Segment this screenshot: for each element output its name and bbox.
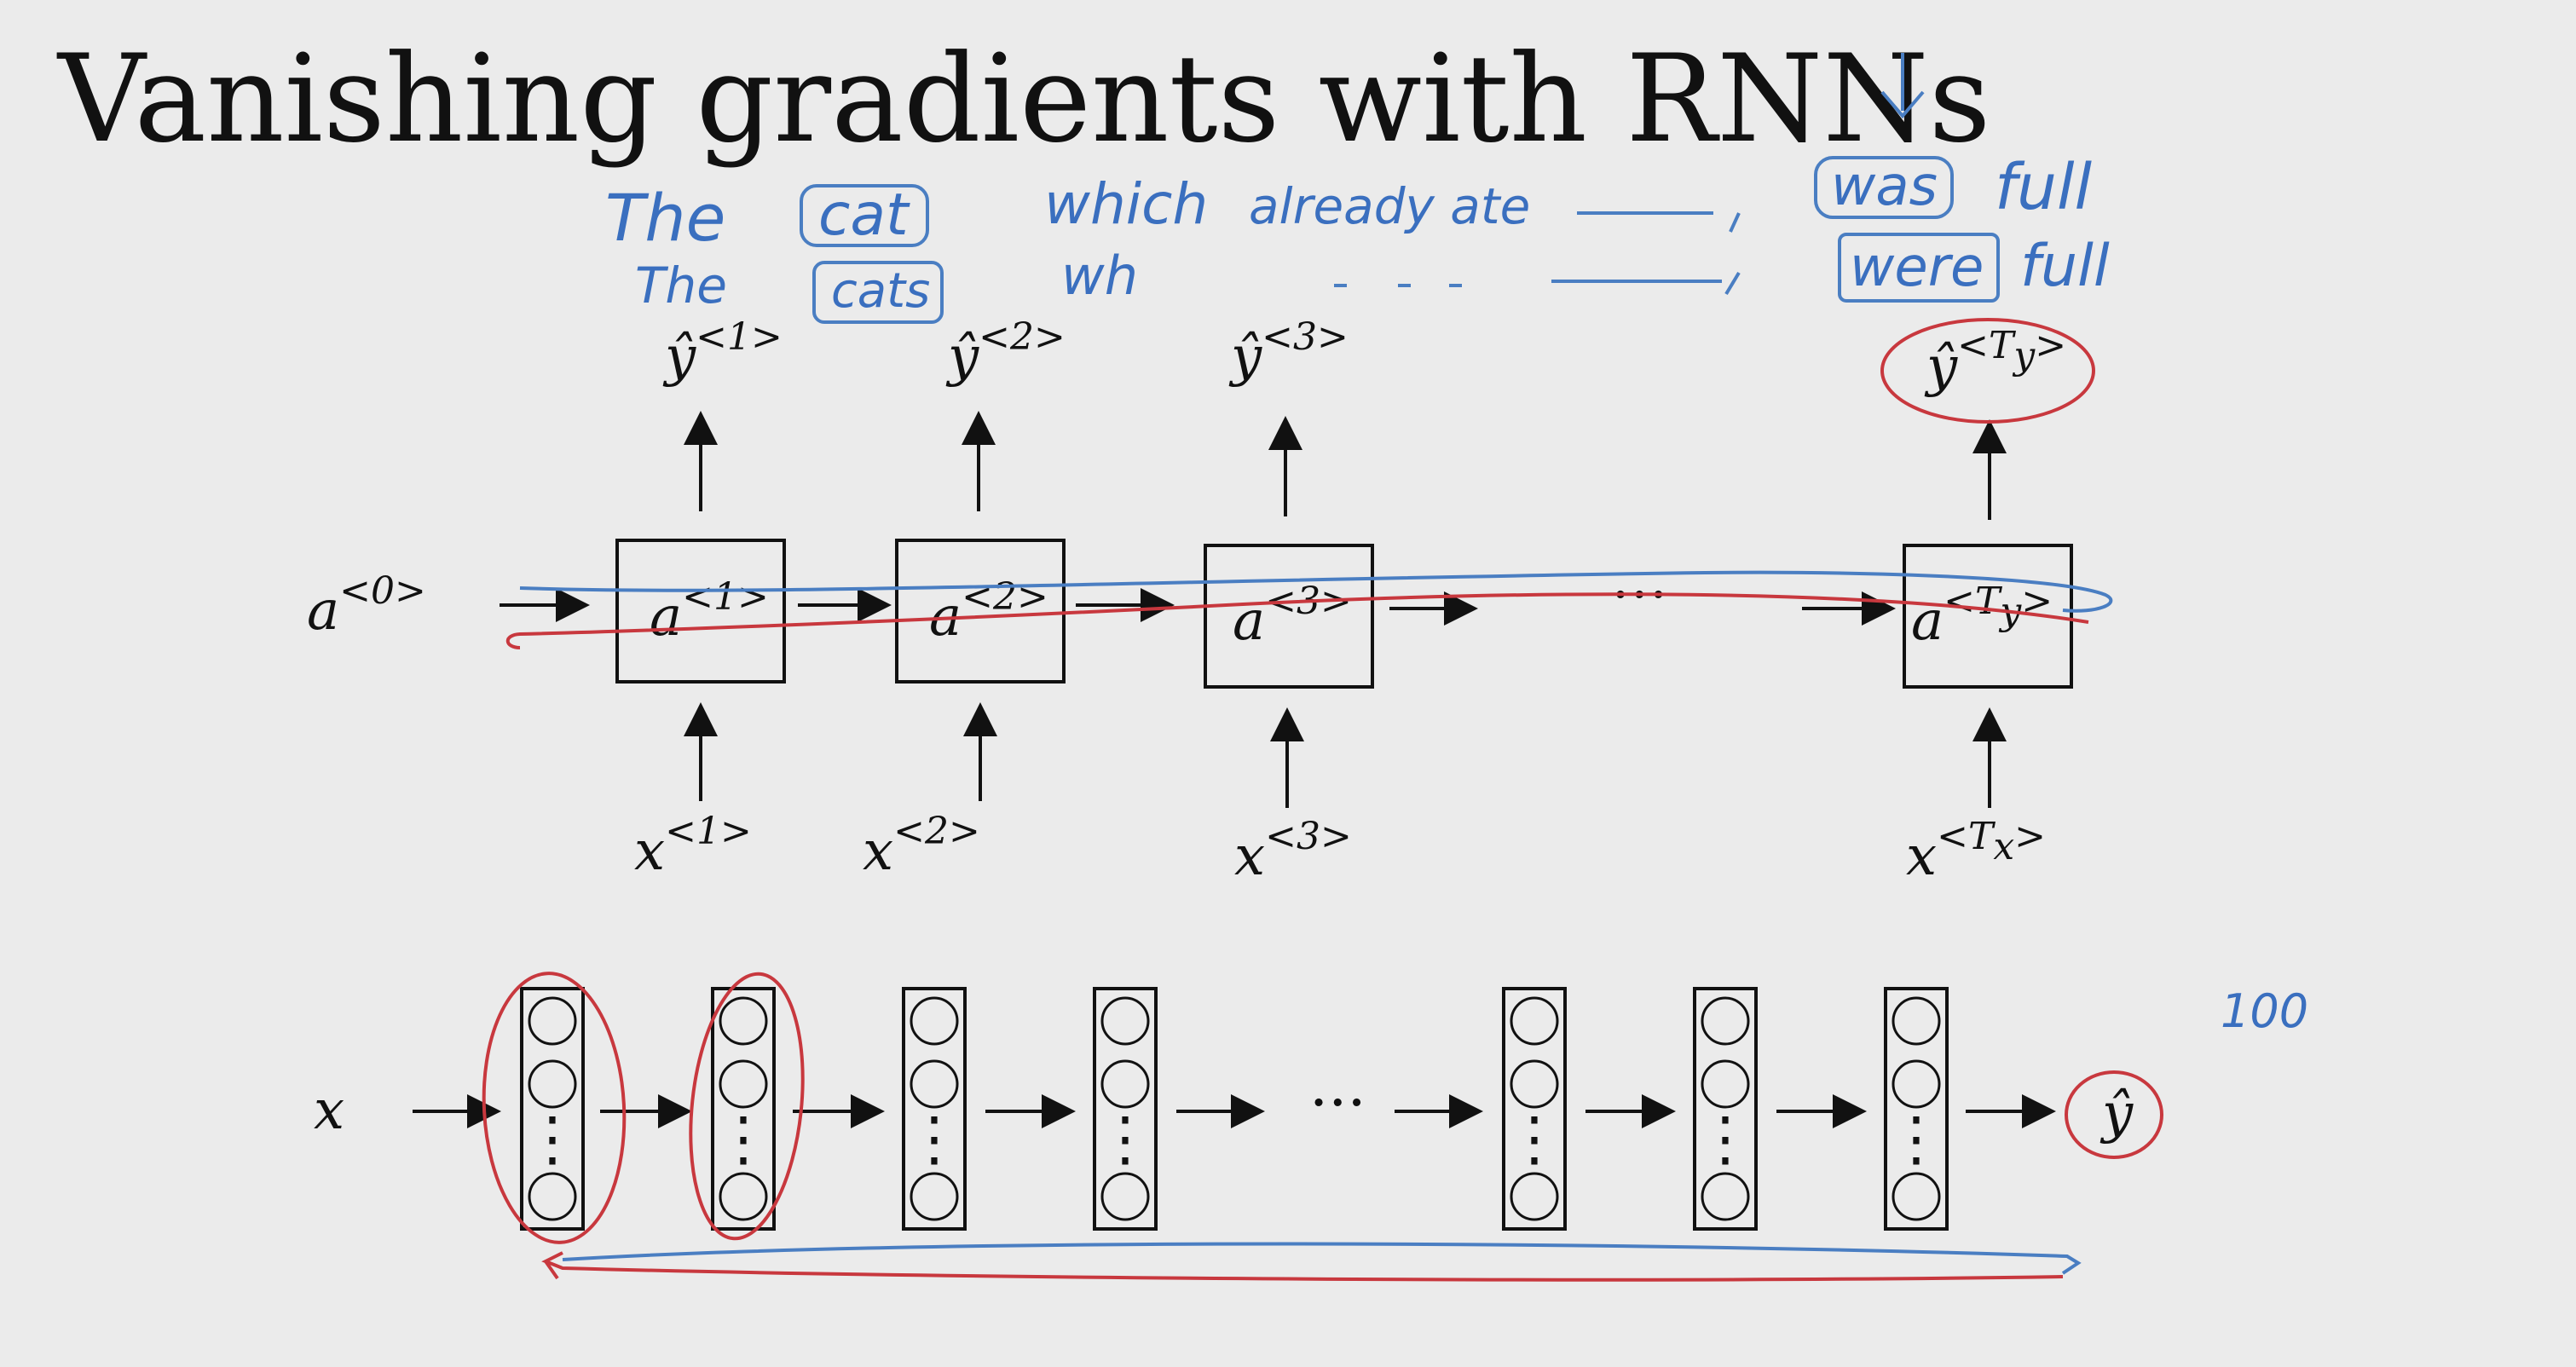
- neuron: [719, 996, 768, 1046]
- layer-6: ⋮: [1693, 987, 1758, 1231]
- layer-box: [520, 987, 585, 1231]
- hand-dotted-1: [1577, 211, 1741, 233]
- hand-already-ate: already ate: [1249, 177, 1530, 235]
- red-bottom-stroke: [541, 1251, 2064, 1282]
- cell-label-ty: a<Ty>: [1911, 580, 2053, 653]
- layer-dots: ⋮: [1886, 1104, 1946, 1174]
- neuron: [1892, 1059, 1941, 1109]
- layer-1: ⋮: [520, 987, 585, 1231]
- neuron: [910, 996, 959, 1046]
- hand-cats: cats: [831, 263, 930, 319]
- initial-activation: a<0>: [307, 569, 426, 643]
- blue-bottom-stroke: [562, 1242, 2082, 1275]
- layer1-red-circle: [482, 972, 627, 1244]
- deep-network-diagram: x ⋮ ⋮ ⋮ ⋮: [314, 972, 2163, 1282]
- layer-box: [902, 987, 967, 1231]
- neuron: [1510, 1059, 1559, 1109]
- layer-2: ⋮: [711, 987, 776, 1231]
- output-label-2: ŷ<2>: [945, 315, 1066, 389]
- layer-dots: ⋮: [713, 1104, 773, 1174]
- neuron: [528, 1172, 577, 1221]
- layer-box: [1884, 987, 1949, 1231]
- output-label-ty: ŷ<Ty>: [1924, 324, 2066, 399]
- cats-box: [812, 261, 944, 324]
- handwritten-annotations: The cat which already ate was full The c…: [605, 53, 2308, 1038]
- deepnet-ellipsis: ···: [1309, 1068, 1366, 1138]
- rnn-cell-3: [1204, 544, 1374, 689]
- layer-3: ⋮: [902, 987, 967, 1231]
- layer-7: ⋮: [1884, 987, 1949, 1231]
- red-backprop-stroke: [505, 592, 2089, 649]
- neuron: [910, 1059, 959, 1109]
- neuron: [1100, 996, 1150, 1046]
- neuron: [1701, 996, 1750, 1046]
- input-label-3: x<3>: [1234, 815, 1352, 888]
- deepnet-output-yhat: ŷ: [2099, 1082, 2134, 1145]
- output-ty-red-circle: [1880, 318, 2095, 424]
- neuron: [1892, 1172, 1941, 1221]
- input-label-1: x<1>: [634, 810, 752, 883]
- layer-dots: ⋮: [1505, 1104, 1564, 1174]
- slide-title: Vanishing gradients with RNNs: [56, 29, 1991, 170]
- hand-which: which: [1044, 171, 1208, 237]
- cell-label-3: a<3>: [1233, 580, 1352, 653]
- deepnet-input-x: x: [314, 1079, 344, 1142]
- rnn-cell-2: [895, 539, 1066, 684]
- layer-box: [1093, 987, 1158, 1231]
- layer2-red-circle: [689, 972, 805, 1241]
- output-label-1: ŷ<1>: [662, 315, 783, 389]
- output-red-circle: [2065, 1070, 2163, 1159]
- hand-full-1: full: [1995, 151, 2093, 224]
- hand-wh: wh: [1061, 245, 1138, 307]
- hand-were: were: [1850, 236, 1984, 299]
- was-circle: [1814, 156, 1954, 219]
- hand-the-2: The: [635, 257, 727, 314]
- hand-cat: cat: [818, 182, 910, 249]
- neuron: [1100, 1059, 1150, 1109]
- neuron: [1701, 1172, 1750, 1221]
- neuron: [1510, 1172, 1559, 1221]
- layer-dots: ⋮: [1695, 1104, 1755, 1174]
- hand-full-2: full: [2020, 233, 2110, 300]
- cat-circle: [800, 184, 929, 247]
- hand-was: was: [1831, 155, 1938, 218]
- output-label-3: ŷ<3>: [1228, 315, 1349, 389]
- hand-the-1: The: [605, 180, 725, 256]
- neuron: [528, 1059, 577, 1109]
- rnn-cell-1: [615, 539, 786, 684]
- layer-dots: ⋮: [523, 1104, 582, 1174]
- input-label-tx: x<Tx>: [1906, 815, 2046, 888]
- hand-dotted-2: [1334, 271, 1741, 296]
- layer-5: ⋮: [1502, 987, 1567, 1231]
- layer-dots: ⋮: [904, 1104, 964, 1174]
- blue-forward-stroke: [519, 570, 2113, 613]
- neuron: [1510, 996, 1559, 1046]
- neuron: [1100, 1172, 1150, 1221]
- rnn-cell-ty: [1903, 544, 2073, 689]
- cell-label-1: a<1>: [650, 575, 769, 649]
- neuron: [910, 1172, 959, 1221]
- neuron: [1701, 1059, 1750, 1109]
- hand-number-100: 100: [2221, 984, 2308, 1038]
- layer-box: [1693, 987, 1758, 1231]
- neuron: [719, 1172, 768, 1221]
- rnn-diagram: a<0> a<1> a<2> a<3> a<Ty> ··· ŷ<1> ŷ<2> …: [307, 315, 2113, 888]
- layer-4: ⋮: [1093, 987, 1158, 1231]
- were-box: [1838, 233, 2000, 303]
- layer-box: [1502, 987, 1567, 1231]
- layer-box: [711, 987, 776, 1231]
- layer-dots: ⋮: [1095, 1104, 1155, 1174]
- input-label-2: x<2>: [863, 810, 980, 883]
- neuron: [719, 1059, 768, 1109]
- neuron: [1892, 996, 1941, 1046]
- down-arrow-annotation: [1880, 53, 1925, 119]
- neuron: [528, 996, 577, 1046]
